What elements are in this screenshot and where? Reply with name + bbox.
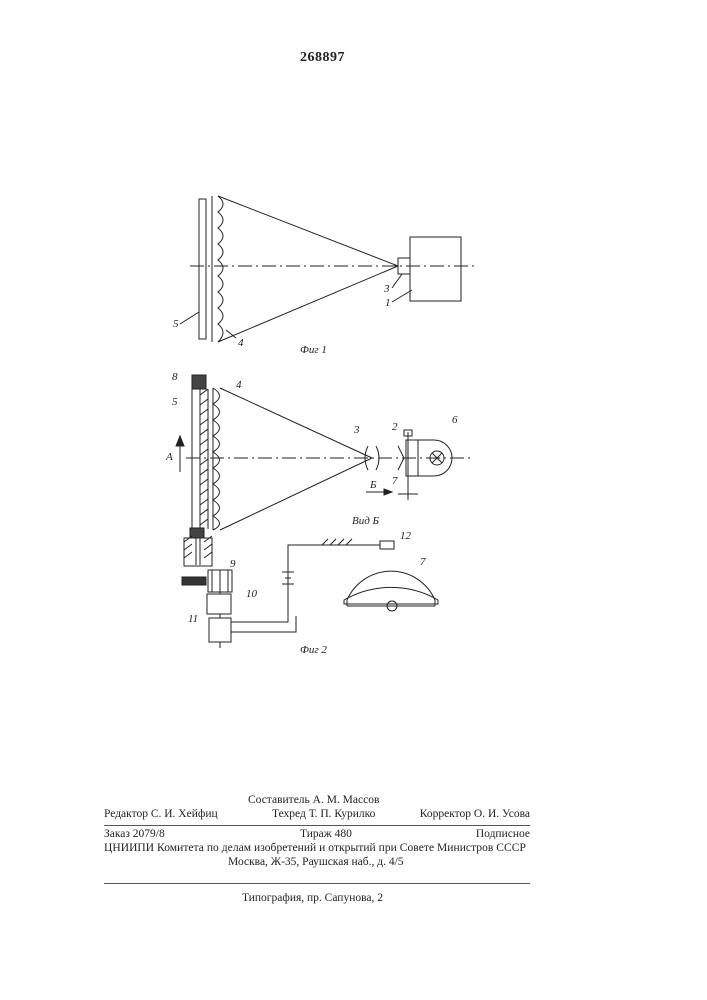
fig2-bracket-hatching [322,539,352,545]
fig2-ray-bottom [220,458,372,530]
subscription: Подписное [476,828,530,840]
figure-1 [180,196,478,342]
fig2-lens-profile [213,388,220,530]
fig2-guide-hatching [184,536,212,558]
compiler: Составитель А. М. Массов [248,794,379,806]
print-run: Тираж 480 [300,828,352,840]
fig1-screen-5 [199,199,206,339]
fig2-screen-5 [192,389,200,529]
fig1-caption: Фиг 1 [300,344,327,356]
editor: Редактор С. И. Хейфиц [104,808,218,820]
fig1-label-4: 4 [238,337,244,349]
rule-top [104,825,530,826]
fig2-ray-top [220,388,372,458]
fig2-label-12: 12 [400,530,412,542]
fig1-label-1: 1 [385,297,391,309]
fig2-screen-hatching [200,389,208,525]
fig2-contact-12 [380,541,394,549]
fig2-wire-bottom [231,616,296,632]
colophon: Составитель А. М. Массов Редактор С. И. … [104,794,530,904]
fig2-label-3: 3 [353,424,360,436]
fig2-block-8 [192,375,206,389]
fig1-ray-bottom [218,266,398,342]
fig2-label-7a: 7 [392,475,398,487]
fig2-label-10: 10 [246,588,258,600]
fig2-label-2: 2 [392,421,398,433]
fig2-gear-rack [182,577,206,585]
fig2-label-8: 8 [172,371,178,383]
fig2-cam-arc [347,571,435,600]
fig2-arrow-b-label: Б [369,479,377,491]
fig2-motor-10 [207,594,231,614]
fig1-lens-profile [218,196,223,342]
figure-2 [176,375,470,648]
institute-line-1: ЦНИИПИ Комитета по делам изобретений и о… [104,842,526,854]
fig2-label-11: 11 [188,613,198,625]
fig2-label-4: 4 [236,379,242,391]
fig1-label-3: 3 [383,283,390,295]
fig2-arrow-a-label: А [165,451,173,463]
fig2-label-6: 6 [452,414,458,426]
printing-house: Типография, пр. Сапунова, 2 [242,892,383,904]
fig1-label-5: 5 [173,318,179,330]
fig2-label-7b: 7 [420,556,426,568]
fig2-wire-top [231,545,380,622]
order-number: Заказ 2079/8 [104,828,165,840]
fig1-projector-1 [410,237,461,301]
fig2-unit-11 [209,618,231,642]
fig1-ray-top [218,196,398,266]
techred: Техред Т. П. Курилко [272,808,375,820]
fig2-caption: Фиг 2 [300,644,327,656]
fig2-label-9: 9 [230,558,236,570]
institute-line-2: Москва, Ж-35, Раушская наб., д. 4/5 [228,856,404,868]
fig2-view-caption: Вид Б [352,515,380,527]
fig2-label-5: 5 [172,396,178,408]
fig2-guide [184,538,212,566]
corrector: Корректор О. И. Усова [420,808,530,820]
rule-bottom [104,883,530,884]
